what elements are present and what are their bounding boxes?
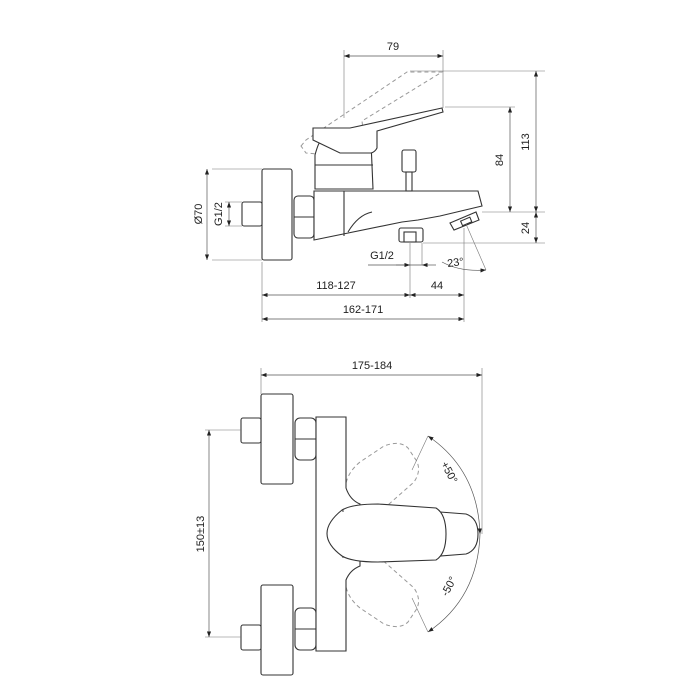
- dim-outlet-to-spout: 44: [431, 280, 443, 292]
- dim-lever-height: 84: [494, 154, 506, 166]
- dim-rotation-plus: +50°: [438, 460, 459, 486]
- lever-handle: [312, 107, 444, 154]
- lever-ghost-minus: [344, 557, 420, 628]
- inlet-pipe: [241, 201, 263, 227]
- dim-overall-height: 113: [520, 133, 532, 151]
- lever-ghost-position: [300, 71, 444, 156]
- dim-spout-angle: 23°: [447, 256, 465, 270]
- dim-inlet-centers: 150±13: [195, 516, 207, 553]
- lower-inlet-pipe: [240, 624, 262, 651]
- diverter-knob: [401, 149, 417, 173]
- dim-flange-diameter: Ø70: [193, 204, 205, 225]
- dim-spout-offset: 24: [520, 222, 532, 234]
- upper-inlet-pipe: [240, 417, 262, 444]
- upper-wall-flange: [260, 393, 294, 485]
- dim-rotation-minus: -50°: [439, 575, 459, 599]
- dim-overall-width: 175-184: [352, 360, 392, 372]
- dim-lever-reach: 79: [387, 41, 399, 53]
- lever-handle-top: [326, 503, 447, 563]
- dim-overall-projection: 162-171: [343, 304, 383, 316]
- top-view: 175-184 150±13 +50° -50°: [195, 360, 483, 676]
- dim-outlet-thread: G1/2: [370, 250, 394, 262]
- side-view: 79 84 113 24 Ø70 G1/2 G1/2 23° 118-127 4…: [193, 41, 545, 322]
- dim-inlet-thread: G1/2: [213, 202, 225, 226]
- lever-ghost-plus: [344, 442, 420, 513]
- lower-wall-flange: [260, 584, 294, 676]
- mixer-body: [313, 190, 483, 241]
- dim-wall-to-outlet: 118-127: [316, 280, 356, 292]
- wall-flange: [261, 168, 293, 261]
- diverter-stem: [405, 171, 413, 192]
